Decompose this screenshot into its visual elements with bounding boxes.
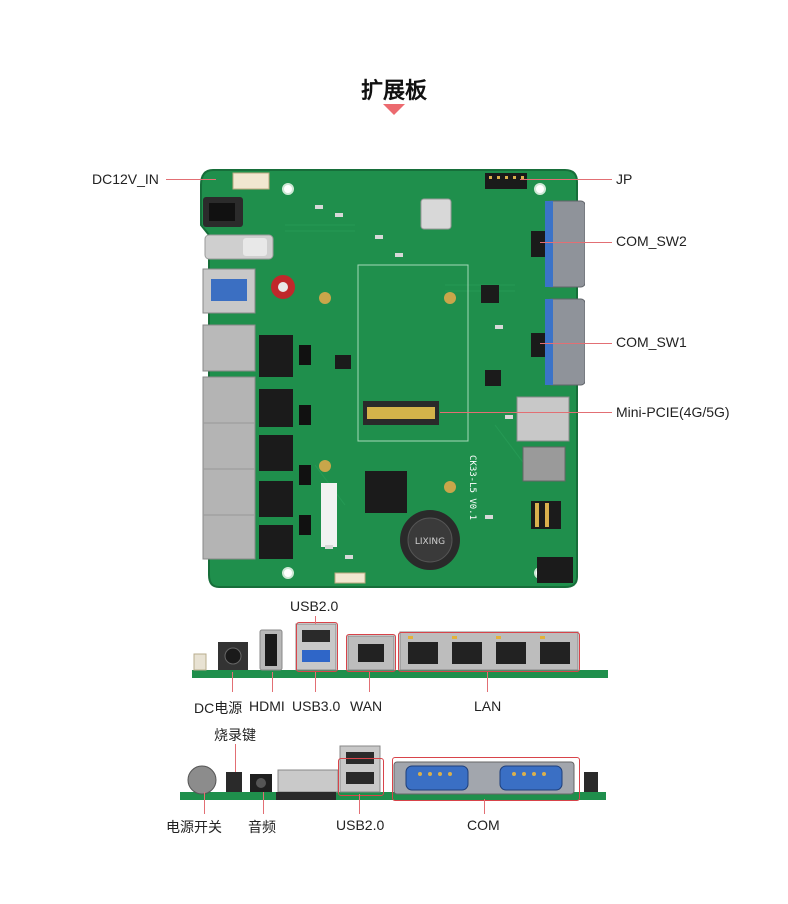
callout-line-dc12v-in (166, 179, 216, 180)
usb-port-highlight (296, 622, 338, 672)
callout-mini-pcie: Mini-PCIE(4G/5G) (616, 404, 730, 420)
battery-brand: LIXING (415, 537, 445, 547)
label-lan: LAN (474, 698, 502, 714)
label-usb30: USB3.0 (292, 698, 341, 714)
tick-usb30 (315, 672, 316, 692)
tick-audio (263, 792, 264, 814)
tick-rear-usb20 (359, 794, 360, 814)
label-dc-power: DC电源 (194, 700, 243, 716)
page-title: 扩展板 (360, 79, 427, 104)
label-hdmi: HDMI (249, 698, 285, 714)
wan-port-highlight (346, 634, 396, 672)
label-wan: WAN (350, 698, 383, 714)
rear-usb-highlight (338, 758, 384, 796)
lan-ports-highlight (398, 632, 580, 672)
board-top-view: LIXING CK33-L5 V0.1 (200, 169, 585, 588)
callout-com-sw1: COM_SW1 (616, 334, 687, 350)
board-model-silkscreen: CK33-L5 V0.1 (467, 455, 477, 520)
label-audio: 音频 (248, 819, 276, 835)
callout-line-com-sw2 (540, 242, 612, 243)
callout-line-mini-pcie (440, 412, 612, 413)
label-burn-key: 烧录键 (214, 727, 256, 743)
tick-power-switch (204, 792, 205, 814)
tick-com (484, 799, 485, 814)
label-rear-usb20: USB2.0 (336, 817, 385, 833)
tick-burn-key (235, 744, 236, 772)
callout-line-com-sw1 (540, 343, 612, 344)
board-rear-view (180, 745, 606, 800)
callout-line-jp (520, 179, 612, 180)
title-down-arrow-icon (383, 104, 405, 115)
callout-com-sw2: COM_SW2 (616, 233, 687, 249)
label-power-switch: 电源开关 (166, 819, 222, 835)
board-front-view (192, 623, 608, 678)
label-front-usb20: USB2.0 (290, 598, 339, 614)
tick-front-usb20 (315, 616, 316, 624)
callout-jp: JP (616, 171, 633, 187)
tick-lan (487, 672, 488, 692)
callout-dc12v-in: DC12V_IN (92, 171, 159, 187)
tick-hdmi (272, 672, 273, 692)
com-ports-highlight (392, 757, 580, 801)
tick-wan (369, 672, 370, 692)
label-com: COM (467, 817, 500, 833)
tick-dc-power (232, 672, 233, 692)
